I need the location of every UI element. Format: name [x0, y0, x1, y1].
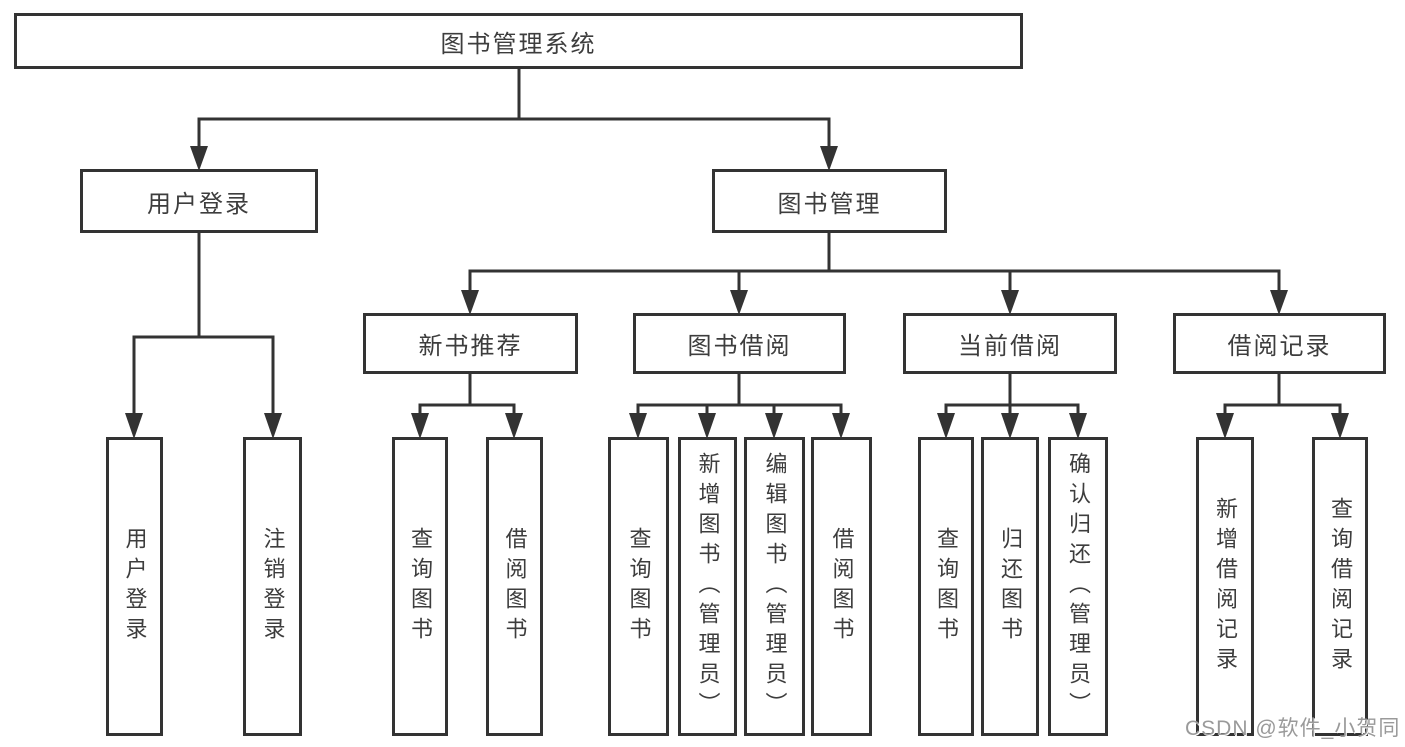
arrow-down-icon [765, 413, 783, 439]
arrow-down-icon [1216, 413, 1234, 439]
connector-root-to-level2 [197, 69, 831, 147]
leaf-current-query-books: 查询图书 [918, 437, 974, 736]
leaf-current-confirm-return-admin: 确认归还（管理员） [1048, 437, 1108, 736]
node-book-borrowing: 图书借阅 [633, 313, 846, 374]
connector-book-borrowing-to-leaves [636, 374, 843, 414]
arrow-down-icon [730, 290, 748, 315]
leaf-borrowing-borrow-books: 借阅图书 [811, 437, 872, 736]
leaf-current-return-books: 归还图书 [981, 437, 1039, 736]
leaf-borrowing-add-books-admin: 新增图书（管理员） [678, 437, 737, 736]
leaf-records-query-borrow-record: 查询借阅记录 [1312, 437, 1368, 736]
node-user-login: 用户登录 [80, 169, 318, 233]
arrow-down-icon [629, 413, 647, 439]
node-new-book-recommendation: 新书推荐 [363, 313, 578, 374]
leaf-logout: 注销登录 [243, 437, 302, 736]
leaf-records-add-borrow-record: 新增借阅记录 [1196, 437, 1254, 736]
connector-user-login-to-leaves [132, 233, 275, 414]
arrow-down-icon [820, 146, 838, 171]
arrow-down-icon [1270, 290, 1288, 315]
arrow-down-icon [461, 290, 479, 315]
arrow-down-icon [125, 413, 143, 439]
arrow-down-icon [505, 413, 523, 439]
arrow-down-icon [411, 413, 429, 439]
connector-current-borrowing-to-leaves [944, 374, 1080, 414]
arrow-down-icon [832, 413, 850, 439]
arrow-down-icon [1001, 413, 1019, 439]
arrow-down-icon [264, 413, 282, 439]
connector-new-book-recommendation-to-leaves [418, 374, 516, 414]
connector-book-management-to-level3 [468, 233, 1281, 293]
node-root: 图书管理系统 [14, 13, 1023, 69]
node-current-borrowing: 当前借阅 [903, 313, 1117, 374]
leaf-recommend-borrow-books: 借阅图书 [486, 437, 543, 736]
leaf-borrowing-edit-books-admin: 编辑图书（管理员） [744, 437, 805, 736]
node-book-management: 图书管理 [712, 169, 947, 233]
watermark: CSDN @软件_小贺同学 [1185, 717, 1401, 740]
arrow-down-icon [698, 413, 716, 439]
leaf-recommend-query-books: 查询图书 [392, 437, 448, 736]
node-borrowing-records: 借阅记录 [1173, 313, 1386, 374]
arrow-down-icon [1069, 413, 1087, 439]
leaf-borrowing-query-books: 查询图书 [608, 437, 669, 736]
arrow-down-icon [937, 413, 955, 439]
leaf-user-login: 用户登录 [106, 437, 163, 736]
arrow-down-icon [1001, 290, 1019, 315]
connector-borrowing-records-to-leaves [1223, 374, 1342, 414]
arrow-down-icon [1331, 413, 1349, 439]
arrow-down-icon [190, 146, 208, 171]
